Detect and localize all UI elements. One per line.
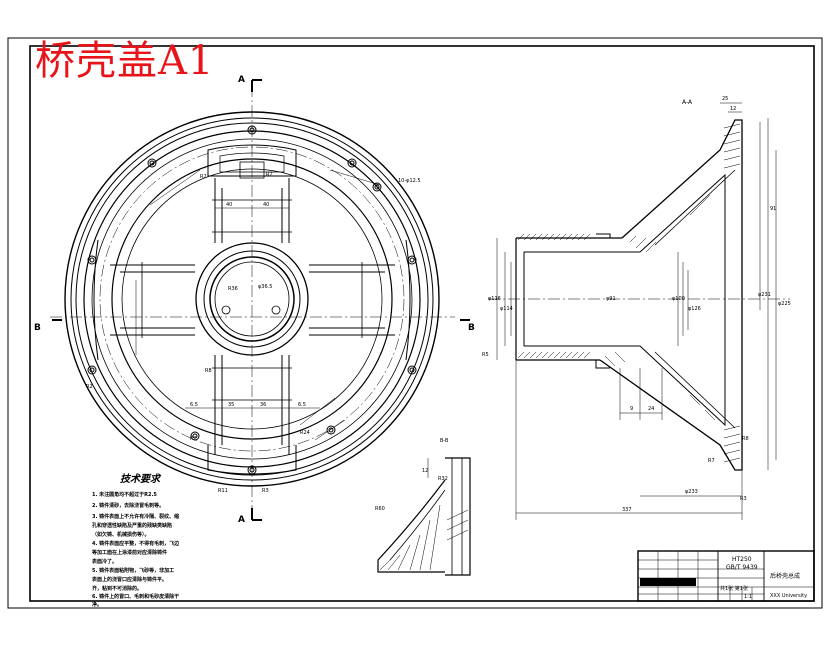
sect-radius-4: R3 <box>740 496 747 502</box>
tech-req-line-5: （如欠铸、机械损伤等）。 <box>92 531 150 538</box>
sect-right-dim-1: 91 <box>770 206 776 212</box>
detail-view-labels: B-B 12 R32 R60 <box>375 438 449 512</box>
sect-left-dim-2: φ114 <box>500 306 513 312</box>
sect-left-dim-4: φ100 <box>672 296 685 302</box>
detail-label: B-B <box>440 438 449 444</box>
radius-label-7: R24 <box>300 430 310 436</box>
sect-left-dim-5: φ126 <box>688 306 701 312</box>
tech-req-line-6: 4. 铸件表面应平整，不得有毛刺，飞边 <box>92 540 180 547</box>
tech-req-line-2: 2. 铸件清砂，去除浇冒毛刺等。 <box>92 502 164 509</box>
detail-dim-1: 12 <box>422 468 428 474</box>
tech-req-line-10: 表面上的浇冒口应清除与铸件平。 <box>91 576 167 583</box>
radius-label-3: R8 <box>205 368 212 374</box>
title-scale: 1:1 <box>744 594 752 600</box>
inner-border <box>29 45 815 602</box>
tech-req-line-1: 1. 未注圆角均不超过于R2.5 <box>92 491 157 498</box>
sect-top-dim-1: 25 <box>722 96 728 102</box>
tech-req-line-4: 孔和穿透性缺陷及严重的残缺类缺陷 <box>92 522 172 529</box>
section-mark-top: A <box>238 75 245 85</box>
tech-req-line-8: 表面冷了。 <box>91 558 117 565</box>
title-school: XXX University <box>770 593 807 599</box>
center-diameter-label: φ36.5 <box>258 284 272 290</box>
dim-top-1: 40 <box>226 202 232 208</box>
sect-right-dim-2: φ231 <box>758 292 771 298</box>
side-mark-left: B <box>34 323 41 333</box>
sect-bottom-dim-2: 24 <box>648 406 654 412</box>
front-view-labels: A A B B R36 φ36.5 10-φ12.5 40 40 6.5 35 … <box>34 75 475 525</box>
radius-label-1: R2 <box>200 174 207 180</box>
sect-left-dim-3: φ91 <box>606 296 616 302</box>
sect-radius-3: R7 <box>708 458 715 464</box>
drawing-title: 桥壳盖A1 <box>35 38 215 84</box>
dim-bottom-3: 36 <box>260 402 266 408</box>
radius-label-5: R3 <box>262 488 269 494</box>
side-mark-right: B <box>468 323 475 333</box>
sect-bottom-dim-4: 337 <box>622 507 632 513</box>
radius-label-2: R2 <box>266 172 273 178</box>
title-material: HT250 <box>732 556 752 563</box>
radius-label-6: R2 <box>190 436 197 442</box>
sect-left-dim-1: φ116 <box>488 296 501 302</box>
tech-req-heading: 技术要求 <box>120 473 162 485</box>
dim-top-2: 40 <box>263 202 269 208</box>
section-view-labels: A-A 25 12 91 φ231 φ225 φ116 φ114 φ91 φ10… <box>482 96 791 513</box>
tech-req-line-13: 净。 <box>92 601 102 608</box>
title-part-name: 后桥壳总成 <box>770 572 800 580</box>
section-label: A-A <box>682 99 693 106</box>
sect-right-dim-3: φ225 <box>778 301 791 307</box>
sect-bottom-dim-3: φ233 <box>685 489 698 495</box>
tech-req-line-11: 齐，粘到不可消除的。 <box>92 585 142 592</box>
tech-req-line-3: 3. 铸件表面上不允许有冷隔、裂纹、缩 <box>92 513 179 520</box>
sect-radius-2: R5 <box>482 352 489 358</box>
radius-label-8: R2 <box>86 384 93 390</box>
tech-req-line-9: 5. 铸件表面粘附物，飞砂等，非加工 <box>92 567 174 574</box>
tech-req-line-7: 等加工面在上涂漆前对应清除铸件 <box>92 549 167 556</box>
radius-label-4: R11 <box>218 488 228 494</box>
sect-radius-1: R8 <box>742 436 749 442</box>
title-block <box>637 550 815 602</box>
title-sheet-info: 共1张 第1张 <box>720 585 748 592</box>
tech-requirements: 技术要求 1. 未注圆角均不超过于R2.5 2. 铸件清砂，去除浇冒毛刺等。 3… <box>91 473 180 608</box>
sect-bottom-dim-1: 9 <box>630 406 633 412</box>
dim-bottom-1: 6.5 <box>190 402 198 408</box>
tech-req-line-12: 6. 铸件上的冒口、毛刺和毛砂皮清除干 <box>92 593 179 600</box>
section-mark-bottom: A <box>238 515 245 525</box>
detail-dim-2: R32 <box>438 476 448 482</box>
section-view <box>488 102 790 520</box>
sect-top-dim-2: 12 <box>730 106 736 112</box>
center-radius-label: R36 <box>228 286 238 292</box>
outer-border <box>7 37 823 609</box>
dim-bottom-4: 6.5 <box>298 402 306 408</box>
detail-dim-3: R60 <box>375 506 385 512</box>
dim-bottom-2: 35 <box>228 402 234 408</box>
title-block-text: HT250 GB/T 9439 后桥壳总成 XXX University 1:1… <box>720 556 807 600</box>
title-standard: GB/T 9439 <box>726 564 758 571</box>
front-view <box>50 79 470 521</box>
hole-label: 10-φ12.5 <box>398 178 421 184</box>
detail-view <box>377 457 471 576</box>
